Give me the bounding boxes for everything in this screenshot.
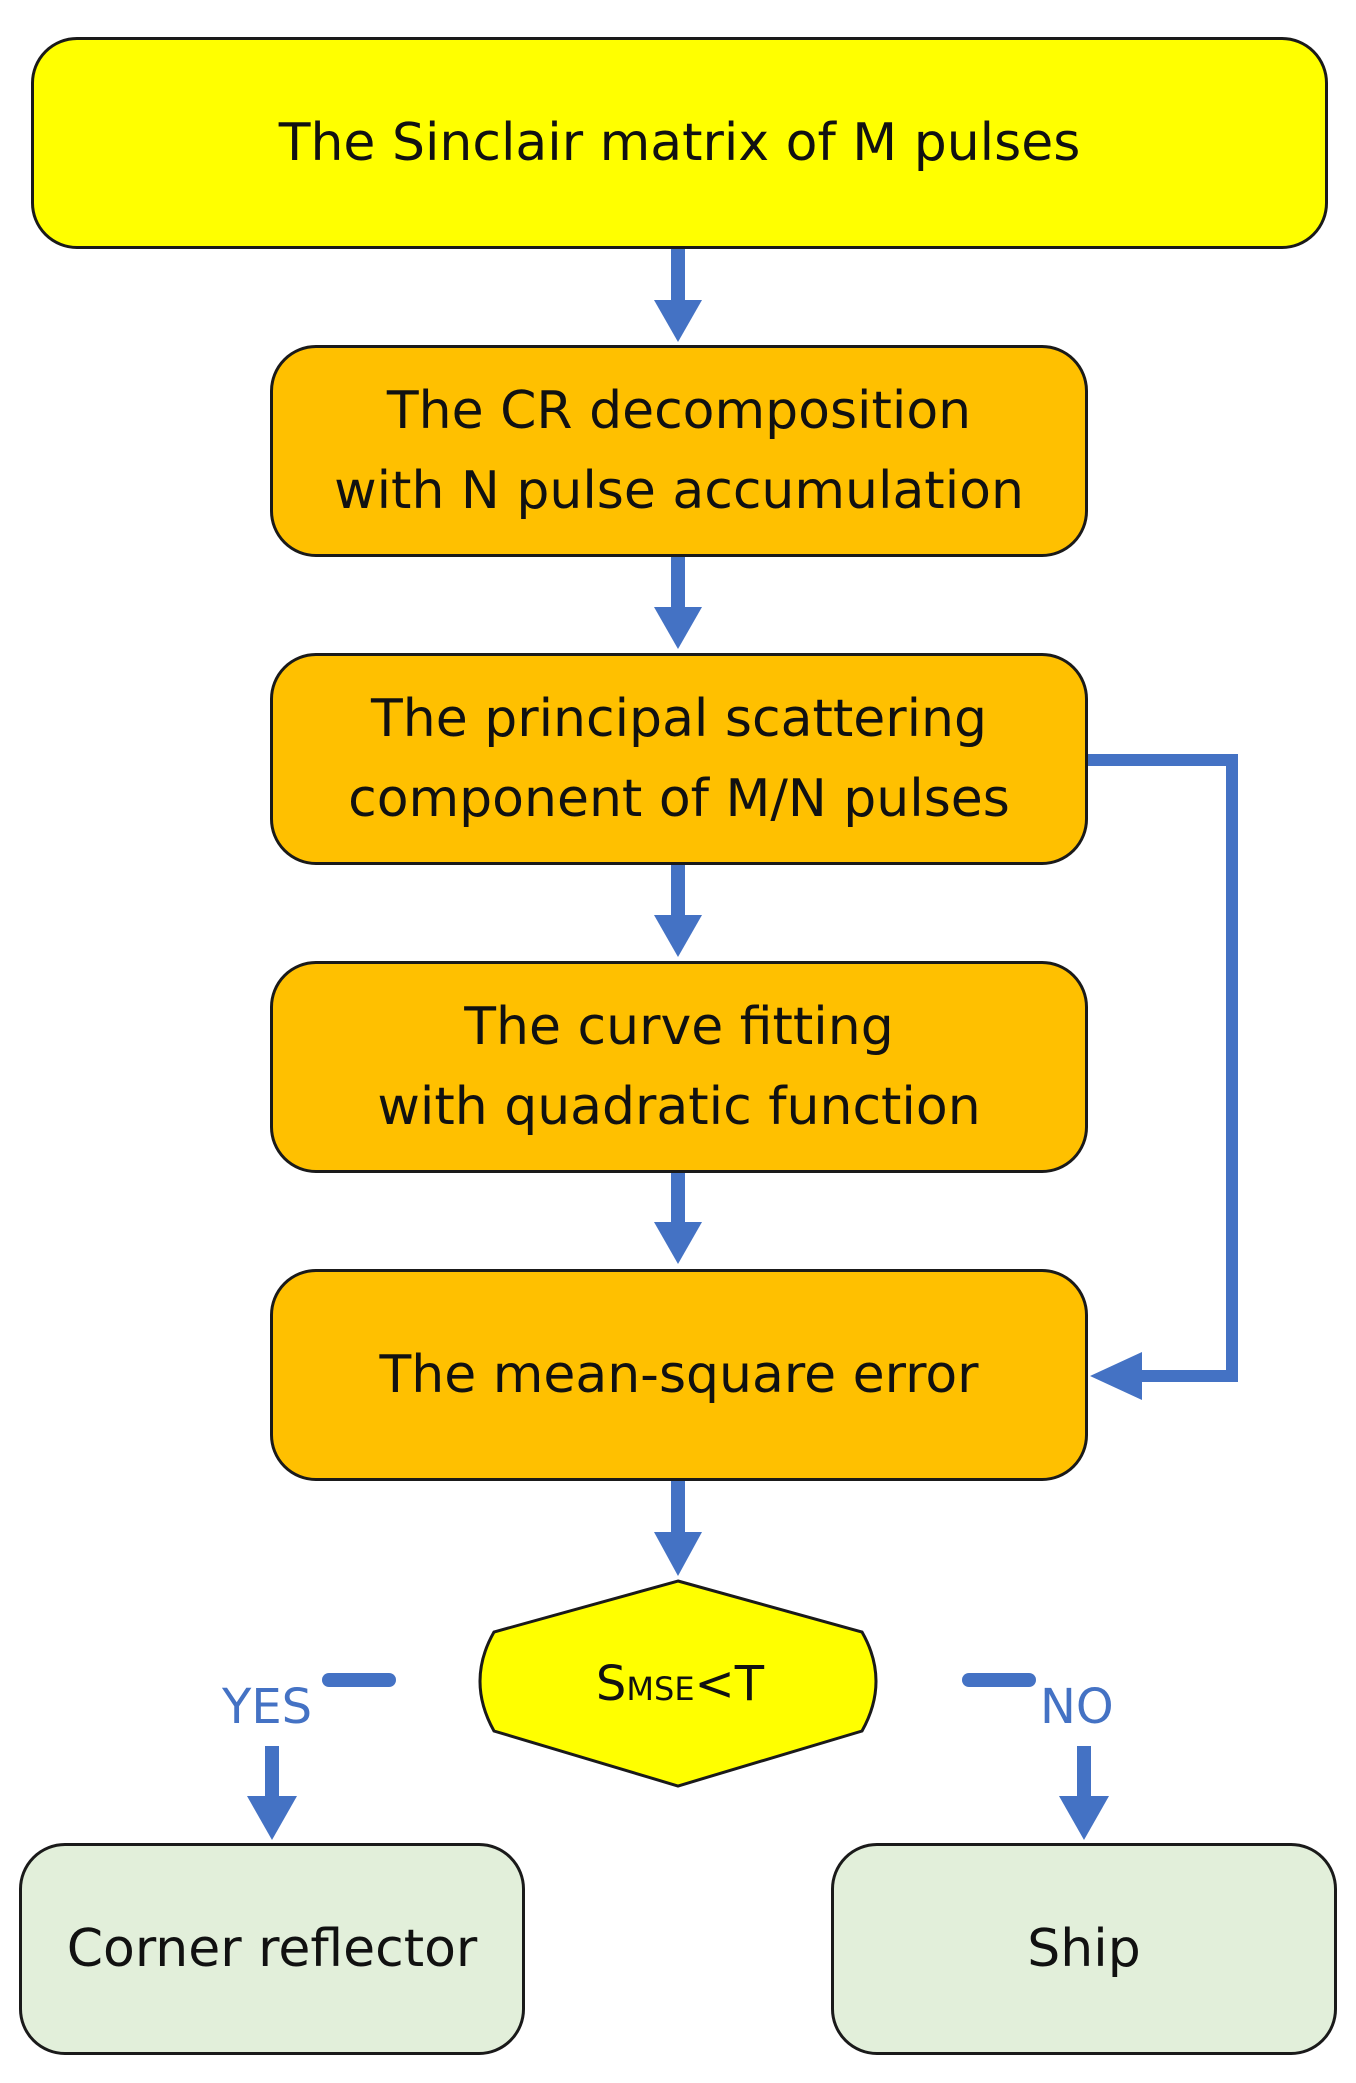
start-box: The Sinclair matrix of M pulses [31, 37, 1328, 249]
decision-s: S [595, 1656, 627, 1712]
outcome-corner-reflector: Corner reflector [19, 1843, 525, 2055]
step-cr-decomposition: The CR decomposition with N pulse accumu… [270, 345, 1088, 557]
arrow-step5-to-decision [654, 1476, 702, 1576]
step-principal-scattering-line2: component of M/N pulses [348, 769, 1010, 829]
bypass-arrow-step3-to-step5 [1085, 754, 1238, 1400]
decision-shape [478, 1579, 878, 1788]
arrow-step2-to-step3 [654, 553, 702, 649]
no-label: NO [1040, 1679, 1114, 1735]
arrow-yes-branch [247, 1673, 396, 1840]
arrow-no-branch [962, 1673, 1109, 1840]
step-curve-fitting-line2: with quadratic function [377, 1077, 981, 1137]
arrow-step3-to-step4 [654, 861, 702, 957]
arrow-step1-to-step2 [654, 242, 702, 342]
step-cr-decomposition-line1: The CR decomposition [386, 381, 972, 441]
outcome-corner-reflector-text: Corner reflector [66, 1919, 478, 1979]
arrow-step4-to-step5 [654, 1168, 702, 1264]
outcome-ship: Ship [831, 1843, 1337, 2055]
step-mean-square-error-text: The mean-square error [379, 1345, 979, 1405]
step-mean-square-error: The mean-square error [270, 1269, 1088, 1481]
step-curve-fitting: The curve fitting with quadratic functio… [270, 961, 1088, 1173]
step-curve-fitting-line1: The curve fitting [464, 997, 894, 1057]
yes-label: YES [222, 1679, 313, 1735]
decision-condition: SMSE<T [590, 1654, 770, 1725]
step-cr-decomposition-line2: with N pulse accumulation [334, 461, 1024, 521]
step-principal-scattering: The principal scattering component of M/… [270, 653, 1088, 865]
outcome-ship-text: Ship [1027, 1919, 1141, 1979]
decision-threshold: <T [694, 1656, 765, 1712]
start-box-text: The Sinclair matrix of M pulses [278, 113, 1081, 173]
decision-subscript: MSE [626, 1670, 695, 1708]
step-principal-scattering-line1: The principal scattering [370, 689, 988, 749]
